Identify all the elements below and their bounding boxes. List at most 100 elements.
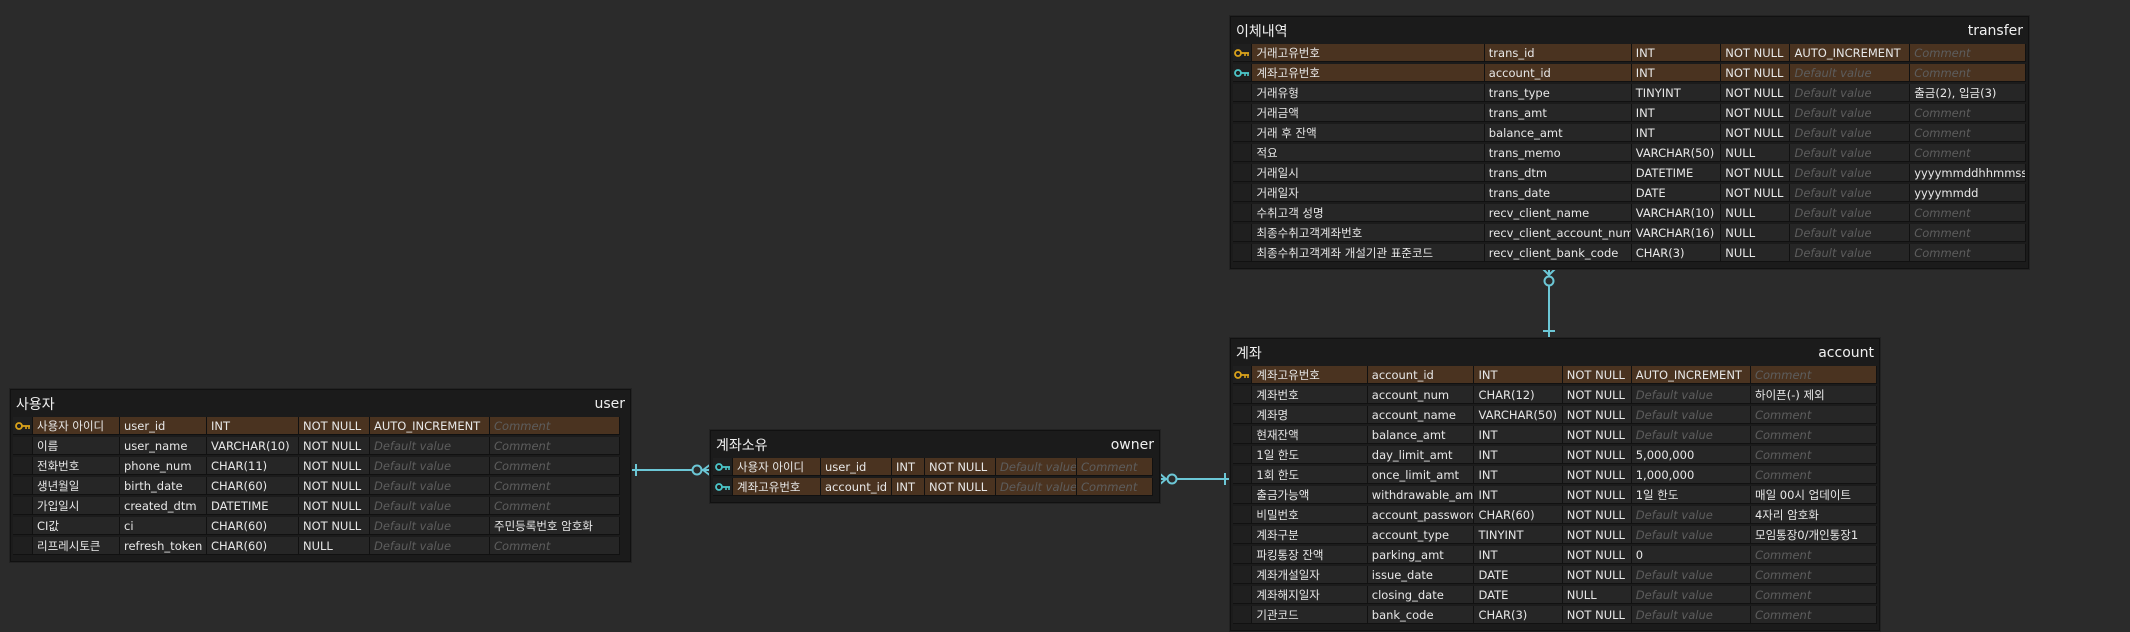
column-comment[interactable]: Comment	[1750, 426, 1878, 444]
column-logical-name[interactable]: 출금가능액	[1252, 486, 1368, 504]
column-type[interactable]: INT	[1631, 44, 1722, 62]
column-physical-name[interactable]: issue_date	[1367, 566, 1475, 584]
column-default[interactable]: Default value	[1631, 406, 1751, 424]
column-type[interactable]: INT	[1474, 466, 1563, 484]
column-physical-name[interactable]: account_num	[1367, 386, 1475, 404]
column-logical-name[interactable]: 거래일자	[1252, 184, 1485, 202]
column-default[interactable]: Default value	[370, 457, 490, 475]
column-nullable[interactable]: NULL	[1721, 204, 1791, 222]
column-type[interactable]: VARCHAR(50)	[1631, 144, 1722, 162]
column-default[interactable]: AUTO_INCREMENT	[1790, 44, 1911, 62]
column-nullable[interactable]: NULL	[1562, 586, 1632, 604]
column-type[interactable]: DATE	[1474, 566, 1563, 584]
column-type[interactable]: DATETIME	[1631, 164, 1722, 182]
column-logical-name[interactable]: CI값	[33, 517, 120, 535]
column-physical-name[interactable]: account_id	[1367, 366, 1475, 384]
relation-owner-account[interactable]	[1158, 472, 1232, 486]
entity-header[interactable]: 사용자 user	[11, 390, 630, 417]
column-comment[interactable]: yyyymmdd	[1910, 184, 2026, 202]
column-default[interactable]: Default value	[1790, 164, 1911, 182]
column-default[interactable]: Default value	[1631, 586, 1751, 604]
column-logical-name[interactable]: 계좌개설일자	[1252, 566, 1368, 584]
column-comment[interactable]: Comment	[490, 497, 620, 515]
column-physical-name[interactable]: withdrawable_amt	[1367, 486, 1475, 504]
column-logical-name[interactable]: 파킹통장 잔액	[1252, 546, 1368, 564]
column-physical-name[interactable]: user_name	[120, 437, 207, 455]
column-default[interactable]: Default value	[1790, 84, 1911, 102]
column-physical-name[interactable]: balance_amt	[1484, 124, 1632, 142]
column-logical-name[interactable]: 계좌고유번호	[1252, 366, 1368, 384]
column-logical-name[interactable]: 거래일시	[1252, 164, 1485, 182]
column-comment[interactable]: Comment	[1750, 446, 1878, 464]
column-default[interactable]: Default value	[370, 497, 490, 515]
column-nullable[interactable]: NOT NULL	[1562, 526, 1632, 544]
column-default[interactable]: Default value	[370, 517, 490, 535]
column-nullable[interactable]: NOT NULL	[1562, 546, 1632, 564]
column-nullable[interactable]: NOT NULL	[1721, 84, 1791, 102]
column-default[interactable]: Default value	[996, 478, 1077, 496]
column-logical-name[interactable]: 최종수취고객계좌 개설기관 표준코드	[1252, 244, 1485, 262]
column-physical-name[interactable]: trans_id	[1484, 44, 1632, 62]
column-comment[interactable]: Comment	[1750, 406, 1878, 424]
column-nullable[interactable]: NOT NULL	[299, 457, 370, 475]
column-default[interactable]: Default value	[1790, 204, 1911, 222]
column-nullable[interactable]: NOT NULL	[299, 477, 370, 495]
column-default[interactable]: Default value	[370, 477, 490, 495]
column-nullable[interactable]: NOT NULL	[1721, 44, 1791, 62]
column-default[interactable]: 5,000,000	[1631, 446, 1751, 464]
column-type[interactable]: INT	[1474, 426, 1563, 444]
column-logical-name[interactable]: 계좌번호	[1252, 386, 1368, 404]
column-type[interactable]: CHAR(11)	[207, 457, 299, 475]
column-default[interactable]: 1,000,000	[1631, 466, 1751, 484]
column-type[interactable]: CHAR(60)	[207, 517, 299, 535]
column-physical-name[interactable]: recv_client_bank_code	[1484, 244, 1632, 262]
column-logical-name[interactable]: 사용자 아이디	[733, 458, 821, 476]
column-logical-name[interactable]: 거래유형	[1252, 84, 1485, 102]
column-comment[interactable]: 모임통장0/개인통장1	[1750, 526, 1878, 544]
column-physical-name[interactable]: birth_date	[120, 477, 207, 495]
column-type[interactable]: CHAR(3)	[1631, 244, 1722, 262]
column-comment[interactable]: Comment	[1910, 244, 2026, 262]
column-nullable[interactable]: NOT NULL	[1721, 124, 1791, 142]
column-nullable[interactable]: NULL	[1721, 244, 1791, 262]
relation-account-transfer[interactable]	[1542, 268, 1556, 338]
column-physical-name[interactable]: once_limit_amt	[1367, 466, 1475, 484]
column-type[interactable]: DATETIME	[207, 497, 299, 515]
column-default[interactable]: Default value	[1631, 506, 1751, 524]
column-nullable[interactable]: NOT NULL	[1721, 104, 1791, 122]
column-comment[interactable]: Comment	[1750, 566, 1878, 584]
column-nullable[interactable]: NOT NULL	[299, 437, 370, 455]
column-comment[interactable]: Comment	[1910, 144, 2026, 162]
column-logical-name[interactable]: 기관코드	[1252, 606, 1368, 624]
column-type[interactable]: TINYINT	[1474, 526, 1563, 544]
column-default[interactable]: AUTO_INCREMENT	[370, 417, 490, 435]
column-physical-name[interactable]: closing_date	[1367, 586, 1475, 604]
column-nullable[interactable]: NOT NULL	[1562, 426, 1632, 444]
column-physical-name[interactable]: account_id	[1484, 64, 1632, 82]
column-physical-name[interactable]: user_id	[821, 458, 892, 476]
column-type[interactable]: INT	[1474, 486, 1563, 504]
column-comment[interactable]: 주민등록번호 암호화	[490, 517, 620, 535]
column-type[interactable]: CHAR(60)	[1474, 506, 1563, 524]
column-physical-name[interactable]: ci	[120, 517, 207, 535]
column-logical-name[interactable]: 1회 한도	[1252, 466, 1368, 484]
column-type[interactable]: VARCHAR(10)	[1631, 204, 1722, 222]
entity-header[interactable]: 이체내역 transfer	[1231, 17, 2028, 44]
